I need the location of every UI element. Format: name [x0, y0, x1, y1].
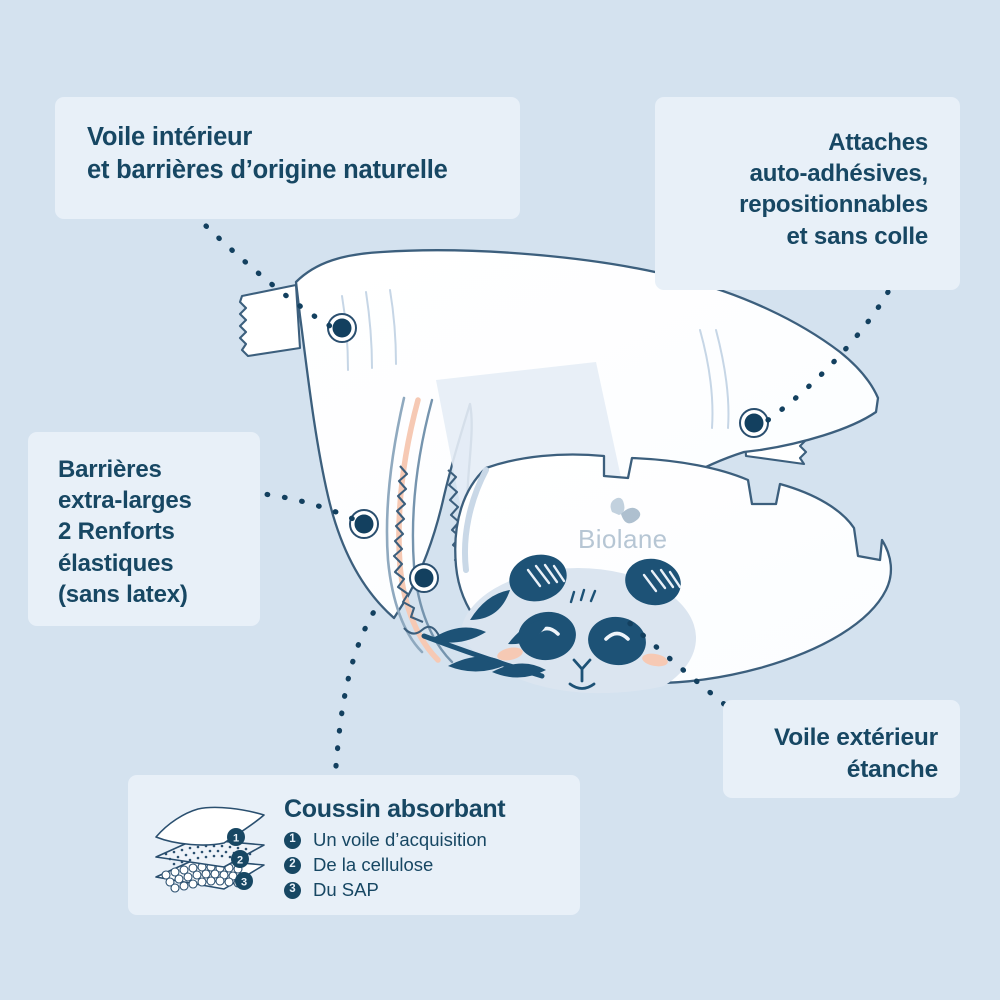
absorbent-pad-diagram: 1 2 3 — [155, 806, 265, 893]
callout-voile-interieur-line1: Voile intérieur — [87, 123, 253, 151]
callout-voile-interieur[interactable]: Voile intérieur et barrières d’origine n… — [55, 97, 520, 219]
leader-voile-interieur — [203, 223, 333, 329]
panda-brow-lines — [569, 588, 597, 604]
callout-attaches-line4: et sans colle — [786, 222, 929, 250]
coussin-item-3: 3 Du SAP — [284, 879, 505, 901]
coussin-label-2: De la cellulose — [313, 854, 434, 875]
callout-barrieres-line5: (sans latex) — [58, 580, 188, 608]
biolane-logo: Biolane — [578, 497, 668, 554]
back-panel-creases — [341, 289, 730, 429]
callout-attaches-line3: repositionnables — [739, 191, 928, 219]
barrier-hotspot-lower — [409, 563, 439, 593]
front-panel-shadow — [461, 467, 489, 573]
callout-barrieres-line2: extra-larges — [58, 487, 192, 515]
inner-pad-shading — [436, 362, 638, 576]
elastic-zigzag-inner — [447, 469, 488, 620]
elastic-barrier-lines — [385, 396, 454, 664]
panda-muzzle — [568, 658, 596, 690]
callout-voile-exterieur-line1: Voile extérieur — [773, 724, 938, 751]
hotspot-markers — [327, 313, 769, 593]
bamboo-motif — [421, 590, 550, 679]
panda-head-patch — [460, 568, 696, 694]
leader-coussin — [333, 599, 383, 769]
callout-voile-exterieur-line2: étanche — [846, 755, 938, 783]
right-fastener-tab — [740, 396, 808, 466]
callout-barrieres-line1: Barrières — [58, 456, 162, 483]
coussin-badge-2: 2 — [284, 856, 301, 874]
panda-ears — [509, 554, 682, 606]
panda-cheeks — [497, 647, 668, 667]
svg-text:2: 2 — [237, 855, 243, 867]
barrier-hotspot-upper — [349, 509, 379, 539]
callout-voile-exterieur[interactable]: Voile extérieur étanche — [723, 700, 960, 798]
svg-text:1: 1 — [233, 833, 239, 845]
callout-barrieres-line4: élastiques — [58, 549, 174, 577]
svg-text:Biolane: Biolane — [578, 524, 668, 554]
callout-attaches-line1: Attaches — [828, 129, 928, 156]
leader-attaches — [765, 289, 891, 423]
elastic-zigzag-outer — [392, 465, 424, 623]
barrier-ruffle — [403, 625, 521, 664]
diaper-back-panel — [294, 249, 880, 620]
coussin-item-2: 2 De la cellulose — [284, 854, 505, 876]
leader-voile-exterieur — [615, 609, 727, 707]
callout-barrieres[interactable]: Barrières extra-larges 2 Renforts élasti… — [28, 432, 260, 626]
coussin-item-1: 1 Un voile d’acquisition — [284, 829, 505, 851]
svg-text:3: 3 — [241, 877, 247, 889]
fastener-hotspot — [739, 408, 769, 438]
panda-eyes — [518, 611, 646, 666]
coussin-label-1: Un voile d’acquisition — [313, 829, 487, 850]
callout-attaches-line2: auto-adhésives, — [749, 160, 929, 188]
left-fastener-tab — [238, 283, 302, 358]
diaper-front-panel — [454, 453, 893, 685]
coussin-title: Coussin absorbant — [284, 795, 506, 823]
callout-voile-interieur-line2: et barrières d’origine naturelle — [87, 156, 448, 185]
coussin-badge-1: 1 — [284, 831, 301, 849]
inner-veil-hotspot — [327, 313, 357, 343]
callout-coussin-absorbant[interactable]: 1 2 3 Coussin absorbant 1 Un voile d’acq… — [128, 775, 580, 915]
callout-attaches[interactable]: Attaches auto-adhésives, repositionnable… — [655, 97, 960, 290]
coussin-badge-3: 3 — [284, 881, 301, 899]
coussin-label-3: Du SAP — [313, 879, 379, 900]
callout-barrieres-line3: 2 Renforts — [58, 518, 175, 546]
